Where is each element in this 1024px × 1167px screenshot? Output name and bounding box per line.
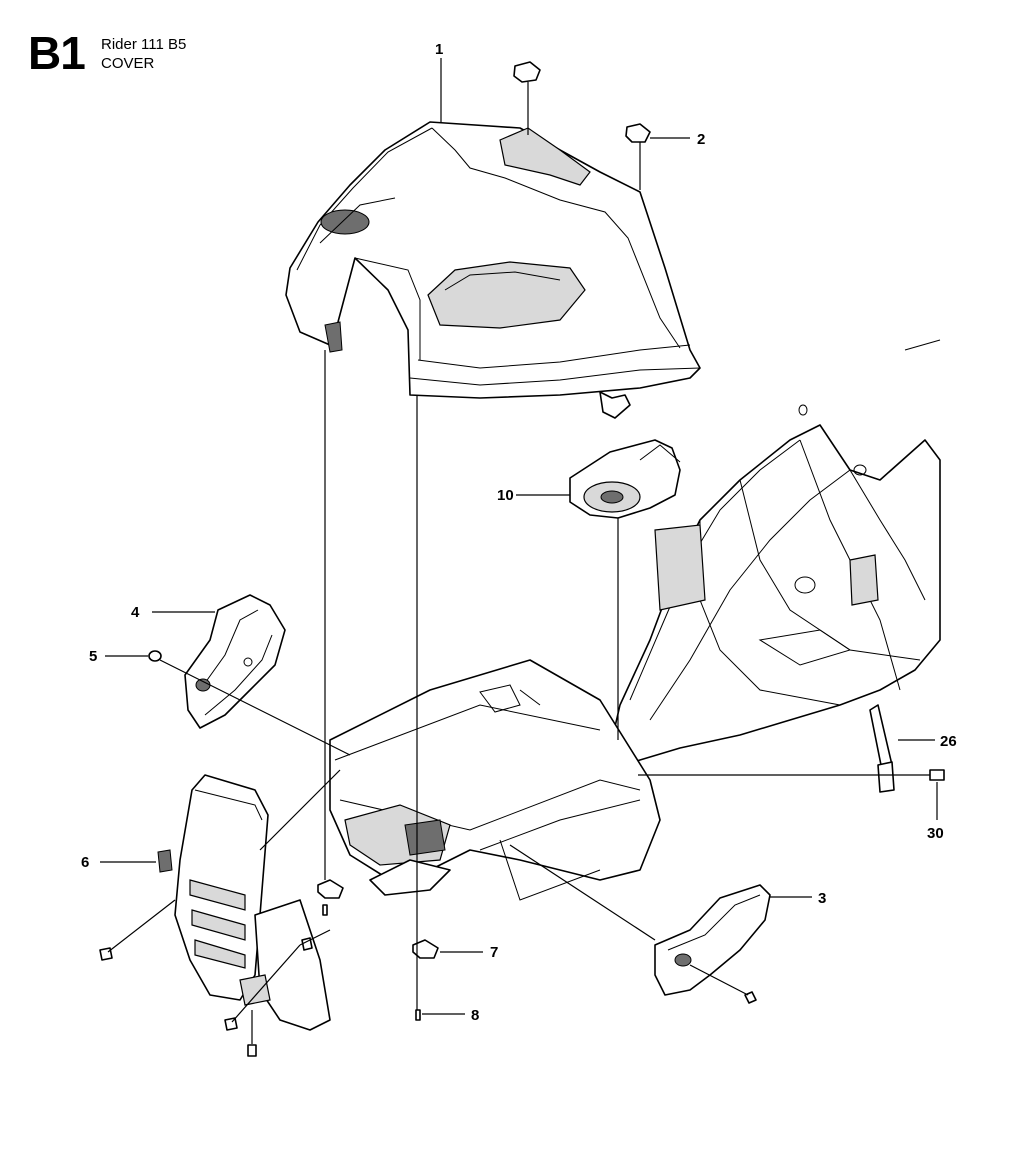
part-5-screw[interactable] bbox=[148, 650, 162, 662]
callout-26[interactable]: 26 bbox=[940, 733, 957, 750]
model-name: Rider 111 B5 bbox=[101, 36, 187, 53]
machine-frame bbox=[604, 339, 941, 771]
part-7-clip[interactable] bbox=[317, 879, 439, 959]
callout-5[interactable]: 5 bbox=[89, 648, 97, 665]
misc-screws bbox=[99, 937, 313, 1057]
section-name: COVER bbox=[101, 55, 155, 72]
center-chassis bbox=[329, 659, 661, 901]
leader-lines bbox=[100, 58, 938, 1044]
callout-labels: 1 2 3 4 5 6 7 8 10 26 30 bbox=[81, 41, 957, 1024]
callout-6[interactable]: 6 bbox=[81, 854, 89, 871]
callout-8[interactable]: 8 bbox=[471, 1007, 479, 1024]
callout-30[interactable]: 30 bbox=[927, 825, 944, 842]
part-4-side-panel[interactable] bbox=[184, 594, 286, 729]
callout-4[interactable]: 4 bbox=[131, 604, 140, 621]
callout-3[interactable]: 3 bbox=[818, 890, 826, 907]
part-3-side-panel[interactable] bbox=[654, 884, 771, 1004]
part-10-pulley-cover[interactable] bbox=[569, 439, 681, 519]
part-26-lever[interactable] bbox=[869, 704, 895, 793]
callout-1[interactable]: 1 bbox=[435, 41, 443, 58]
part-30-bolt[interactable] bbox=[929, 769, 945, 781]
callout-2[interactable]: 2 bbox=[697, 131, 705, 148]
diagram-code: B1 bbox=[28, 27, 86, 79]
part-8-screw[interactable] bbox=[322, 904, 421, 1021]
part-1-hood-cover[interactable] bbox=[285, 121, 701, 419]
callout-7[interactable]: 7 bbox=[490, 944, 498, 961]
callout-10[interactable]: 10 bbox=[497, 487, 514, 504]
part-2-clip[interactable] bbox=[513, 61, 651, 143]
part-6-front-panel[interactable] bbox=[157, 774, 331, 1031]
